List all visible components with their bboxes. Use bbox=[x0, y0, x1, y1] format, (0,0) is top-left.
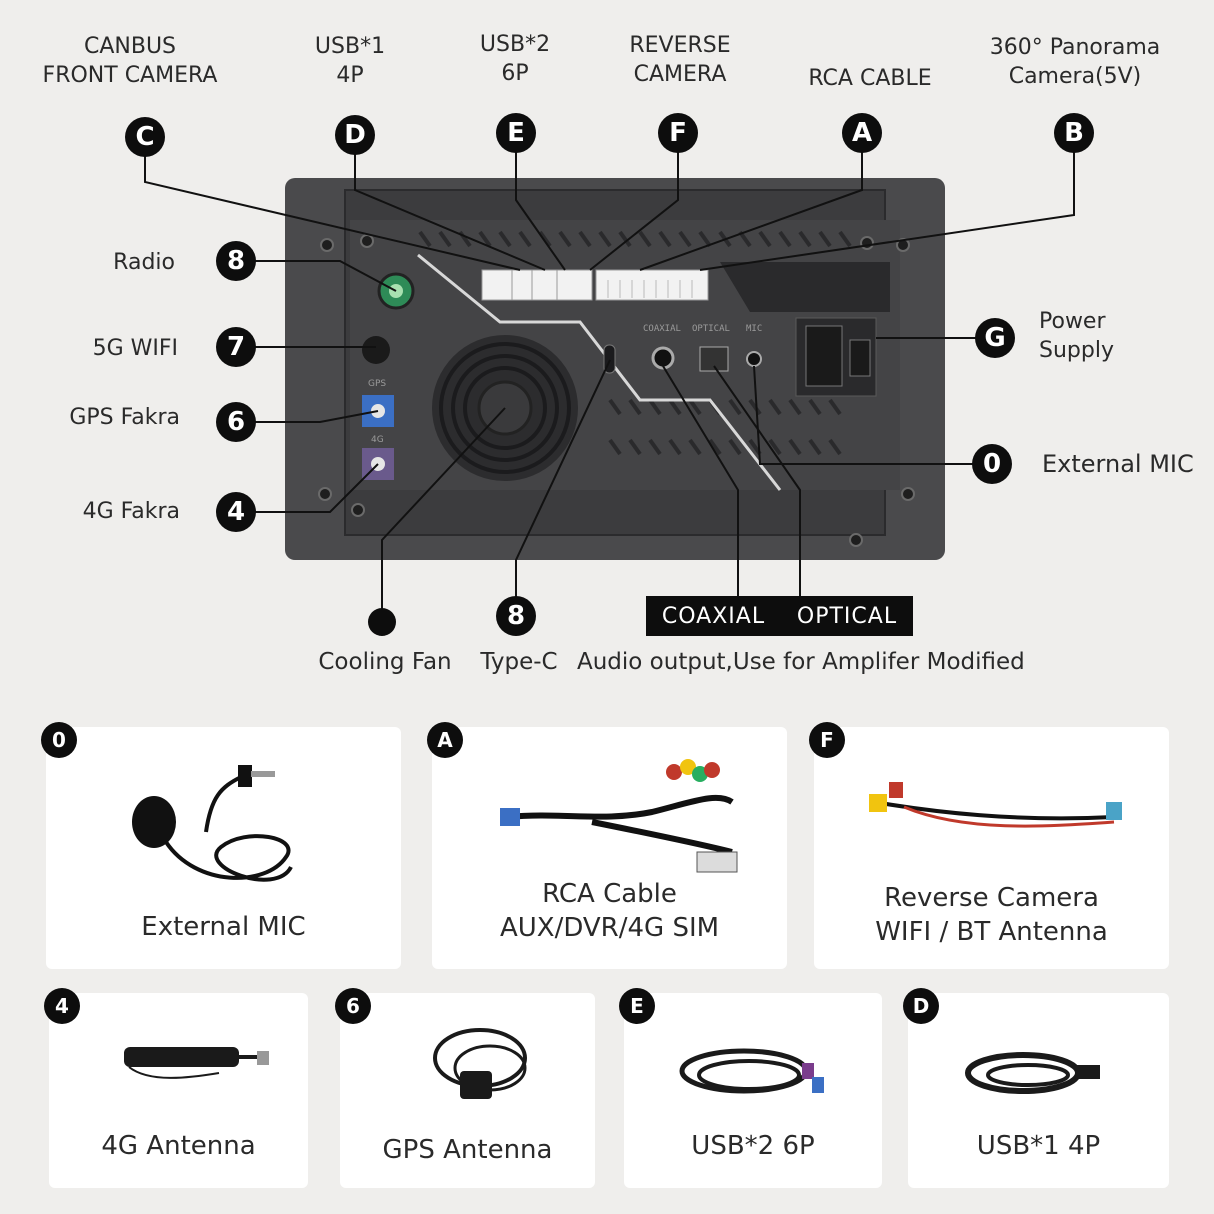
reverse-camera-image bbox=[869, 782, 1122, 828]
label-4g-fakra: 4G Fakra bbox=[82, 499, 180, 524]
card-label: 4G Antenna bbox=[101, 1131, 256, 1161]
badge-b: B bbox=[1054, 113, 1094, 153]
card-badge-e: E bbox=[619, 988, 655, 1024]
badge-wifi: 7 bbox=[216, 327, 256, 367]
label-rca-cable: RCA CABLE bbox=[808, 66, 932, 91]
svg-text:MIC: MIC bbox=[746, 324, 762, 334]
label-radio: Radio bbox=[113, 250, 175, 275]
card-badge-4: 4 bbox=[44, 988, 80, 1024]
svg-text:COAXIAL: COAXIAL bbox=[643, 324, 681, 334]
cooling-fan-dot bbox=[368, 608, 396, 636]
label-optical: OPTICAL bbox=[796, 603, 898, 629]
usb1-cable-image bbox=[965, 1052, 1100, 1094]
badge-gps: 6 bbox=[216, 402, 256, 442]
badge-mic: 0 bbox=[972, 444, 1012, 484]
svg-text:4G: 4G bbox=[371, 435, 384, 445]
label-5g-wifi: 5G WIFI bbox=[92, 336, 178, 361]
rca-cable-image bbox=[500, 759, 738, 873]
audio-output-box: COAXIAL OPTICAL bbox=[646, 596, 913, 636]
coaxial-port bbox=[651, 346, 675, 370]
card-usb2-6p: USB*2 6P bbox=[624, 993, 882, 1188]
card-label: USB*1 4P bbox=[976, 1131, 1101, 1161]
card-gps-antenna: GPS Antenna bbox=[340, 993, 595, 1188]
gps-antenna-image bbox=[433, 1028, 527, 1099]
label-coaxial: COAXIAL bbox=[661, 603, 766, 629]
card-label: GPS Antenna bbox=[382, 1135, 553, 1165]
label-external-mic: External MIC bbox=[1042, 450, 1194, 478]
svg-text:OPTICAL: OPTICAL bbox=[692, 324, 730, 334]
badge-c: C bbox=[125, 117, 165, 157]
badge-d: D bbox=[335, 115, 375, 155]
label-audio-output-note: Audio output,Use for Amplifer Modified bbox=[577, 649, 1025, 675]
usb2-cable-image bbox=[679, 1048, 824, 1094]
card-badge-6: 6 bbox=[335, 988, 371, 1024]
svg-text:GPS: GPS bbox=[368, 379, 386, 389]
badge-a: A bbox=[842, 113, 882, 153]
card-badge-0: 0 bbox=[41, 722, 77, 758]
head-unit-diagram: GPS 4G COAXIAL OPTICAL MIC bbox=[144, 133, 1075, 636]
card-external-mic: External MIC bbox=[46, 727, 401, 969]
4g-antenna-image bbox=[124, 1047, 269, 1079]
badge-4g: 4 bbox=[216, 492, 256, 532]
card-badge-f: F bbox=[809, 722, 845, 758]
card-label: USB*2 6P bbox=[691, 1131, 815, 1161]
card-label: External MIC bbox=[141, 912, 306, 942]
card-4g-antenna: 4G Antenna bbox=[49, 993, 308, 1188]
card-badge-d: D bbox=[903, 988, 939, 1024]
card-usb1-4p: USB*1 4P bbox=[908, 993, 1169, 1188]
badge-e: E bbox=[496, 113, 536, 153]
mic-port bbox=[746, 351, 762, 367]
badge-type-c: 8 bbox=[496, 596, 536, 636]
card-badge-a: A bbox=[427, 722, 463, 758]
badge-g: G bbox=[975, 318, 1015, 358]
label-type-c: Type-C bbox=[480, 649, 558, 675]
badge-radio: 8 bbox=[216, 241, 256, 281]
connector-main bbox=[595, 269, 709, 301]
label-gps-fakra: GPS Fakra bbox=[69, 405, 180, 430]
wifi-port bbox=[362, 336, 390, 364]
connector-usb bbox=[481, 269, 593, 301]
badge-f: F bbox=[658, 113, 698, 153]
external-mic-image bbox=[132, 765, 293, 882]
label-cooling-fan: Cooling Fan bbox=[318, 649, 452, 675]
